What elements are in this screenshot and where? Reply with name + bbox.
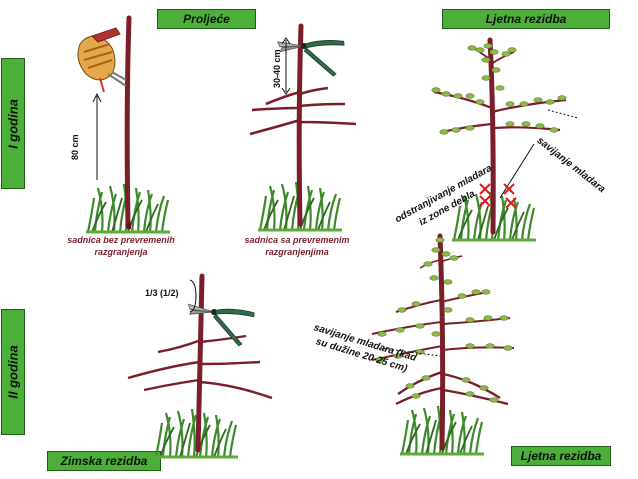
- hand-shears-icon: [77, 27, 127, 93]
- pruning-shears-icon-top: [277, 36, 347, 81]
- height-30-40-bracket: [281, 37, 291, 95]
- height-80-label: 80 cm: [70, 134, 80, 160]
- summer-pruning-label-top: Ljetna rezidba: [442, 9, 610, 29]
- cut-fraction-label: 1/3 (1/2): [145, 288, 179, 298]
- year-two-label: II godina: [1, 309, 25, 435]
- caption-seedling-with-branches: sadnica sa prevremenim razgranjenjima: [244, 235, 350, 257]
- height-30-40-label: 30-40 cm: [272, 49, 282, 88]
- caption-seedling-no-branches: sadnica bez prevremenih razgranjenja: [67, 235, 175, 257]
- tree-winter-pruning: [127, 273, 273, 459]
- tree-seedling-no-branches: [84, 15, 172, 234]
- summer-pruning-label-bottom: Ljetna rezidba: [511, 446, 611, 466]
- tree-summer-pruning-year-one: [431, 37, 579, 242]
- spring-label: Proljeće: [157, 9, 256, 29]
- winter-pruning-label: Zimska rezidba: [47, 451, 161, 471]
- tree-seedling-with-branches: [249, 23, 357, 232]
- cut-fraction-bracket: [189, 279, 197, 313]
- height-80-arrow: [92, 92, 102, 180]
- year-one-label: I godina: [1, 58, 25, 189]
- leaves-tree-three: [431, 43, 567, 135]
- removal-marks: [479, 183, 517, 209]
- tree-summer-pruning-year-two: [371, 233, 515, 456]
